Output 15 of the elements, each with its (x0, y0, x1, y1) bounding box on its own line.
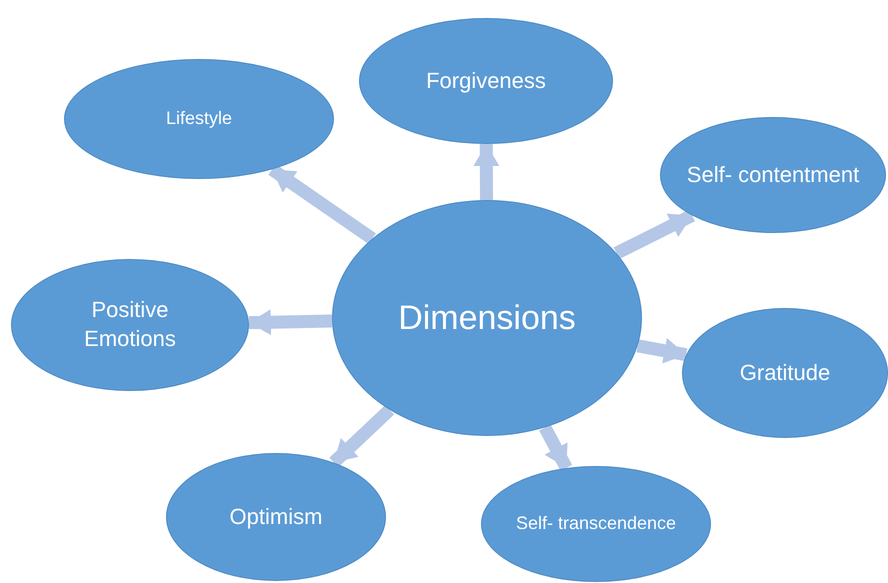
node-label: Self- contentment (686, 160, 860, 189)
block-arrow (539, 424, 572, 472)
block-arrow (636, 338, 688, 364)
node-label: Self- transcendence (514, 512, 678, 536)
node-label: Lifestyle (164, 107, 234, 130)
block-arrow (473, 144, 500, 200)
block-arrow (329, 405, 394, 468)
node-label: Dimensions (397, 298, 577, 339)
node-label: Positive Emotions (83, 296, 177, 353)
block-arrow (268, 164, 376, 244)
block-arrow (614, 210, 695, 260)
node-label: Optimism (228, 502, 324, 531)
block-arrow (248, 309, 332, 336)
node-label: Gratitude (738, 358, 832, 387)
node-label: Forgiveness (425, 66, 547, 95)
